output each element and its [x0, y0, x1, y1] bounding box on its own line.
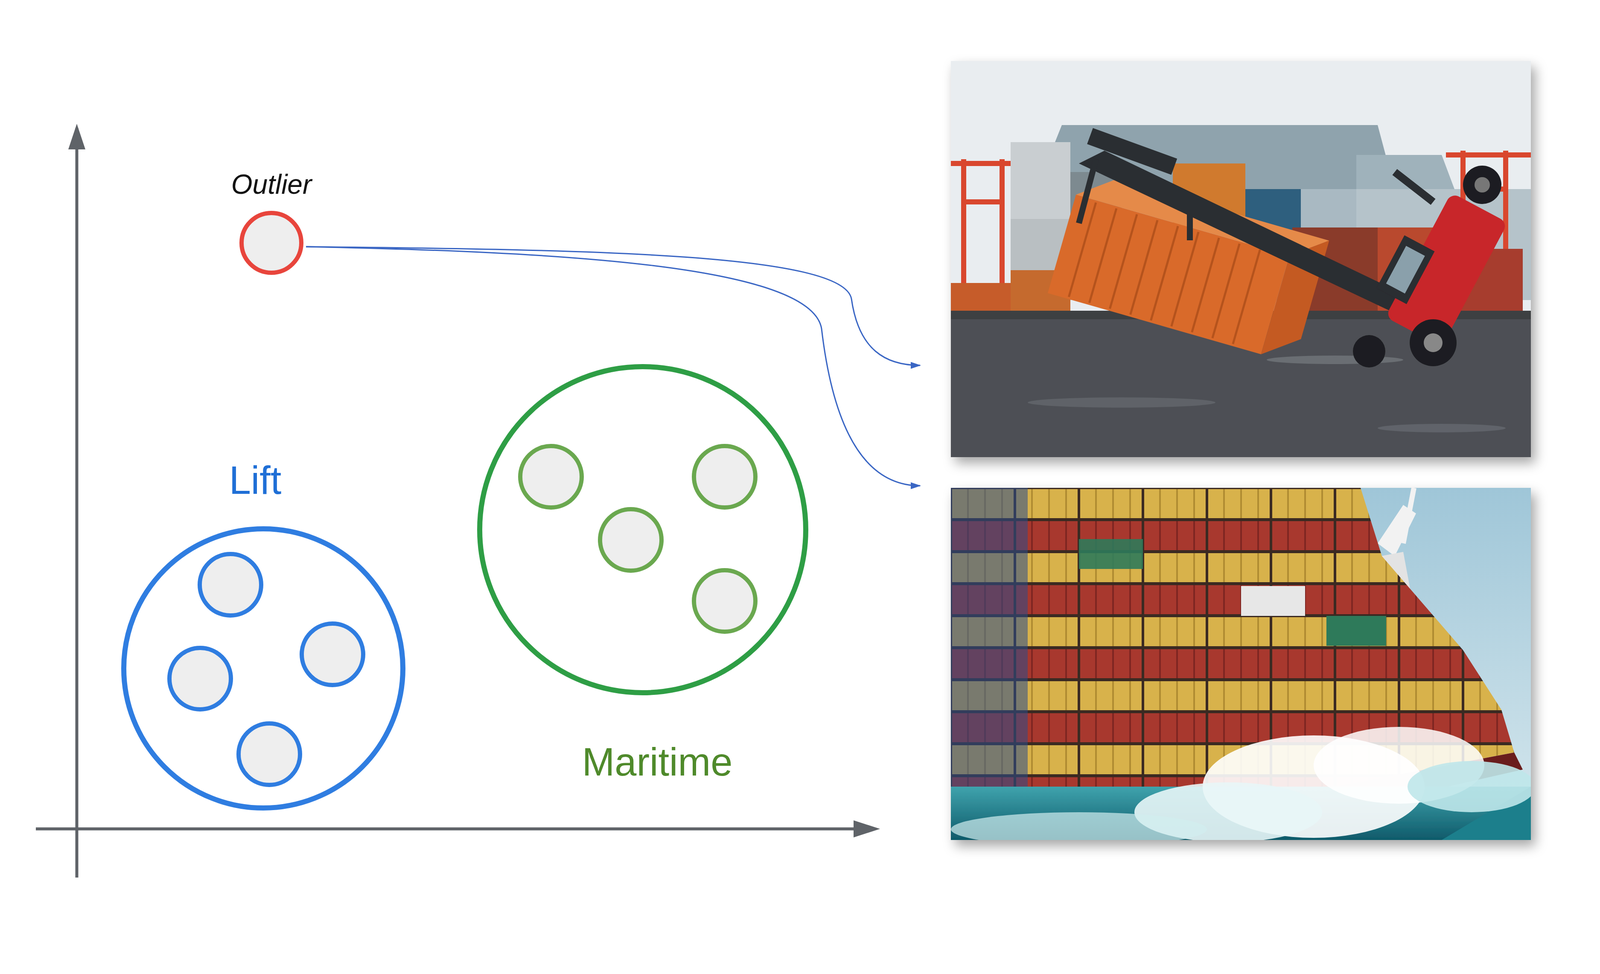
leader-arrow: [306, 246, 921, 366]
outlier-point: Outlier: [238, 209, 305, 276]
circle-outline: [476, 363, 810, 697]
x-axis-head: [853, 820, 881, 838]
circle-outline: [120, 525, 407, 812]
data-point: [238, 723, 301, 785]
cluster-circle: Lift: [120, 525, 407, 812]
circle-outline: [238, 209, 305, 276]
data-point: [693, 445, 756, 508]
data-point: [693, 570, 756, 632]
cluster-label: Outlier: [231, 169, 312, 201]
data-point: [301, 623, 364, 685]
data-point: [600, 509, 662, 571]
label-holder: Outlier: [0, 169, 561, 201]
leader-arrow: [306, 246, 921, 486]
forklift-photo: [950, 61, 1536, 458]
cluster-label: Lift: [229, 457, 282, 504]
y-axis: [75, 128, 79, 878]
data-point: [520, 445, 582, 508]
ship-photo: [950, 487, 1536, 847]
cluster-label: Maritime: [582, 739, 733, 785]
data-point: [199, 553, 262, 616]
data-point: [169, 647, 231, 710]
x-axis: [35, 827, 854, 831]
cluster-circle: Maritime: [476, 363, 810, 697]
y-axis-head: [68, 123, 86, 150]
label-holder: Maritime: [234, 739, 1080, 785]
